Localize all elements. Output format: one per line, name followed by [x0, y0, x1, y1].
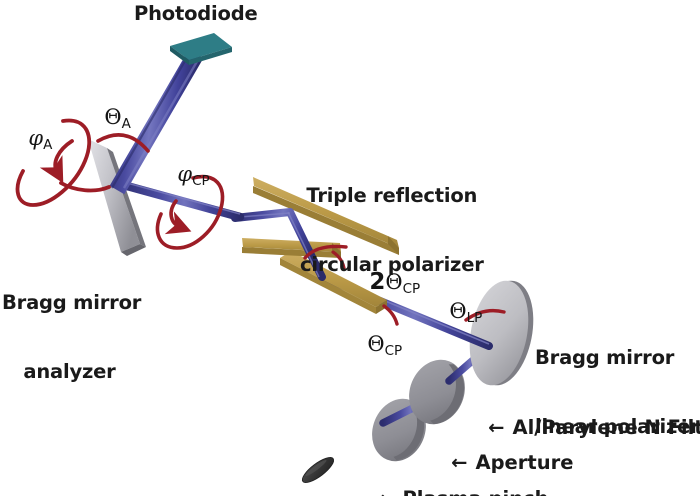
- bragg-mirror-analyzer-label: Bragg mirror analyzer: [2, 245, 142, 429]
- phi-cp-symbol: φCP: [157, 143, 210, 208]
- theta-a-greek: Θ: [104, 105, 122, 129]
- cp-upper-angle-arc: [331, 250, 346, 270]
- bragg-mirror-analyzer-slab: [88, 139, 146, 256]
- plasma-pinch-source: [301, 457, 335, 483]
- bragg-mirror-linear-polarizer-label-line1: Bragg mirror: [535, 346, 675, 369]
- two-theta-cp-angle-arc: [303, 244, 348, 260]
- triple-reflection-label: Triple reflection circular polarizer: [300, 138, 484, 322]
- theta-a-subscript: A: [121, 115, 131, 132]
- aperture-callout: ← Aperture: [424, 428, 573, 496]
- plasma-pinch-callout: ← Plasma pinch: [351, 464, 548, 496]
- circular-polarizer-plate-bottom: [280, 251, 387, 314]
- phi-a-greek: φ: [28, 126, 44, 150]
- photodiode-label: Photodiode: [134, 2, 258, 25]
- bragg-mirror-linear-polarizer-label: Bragg mirror linear polarizer: [535, 300, 700, 484]
- triple-reflection-label-line1: Triple reflection: [306, 184, 478, 207]
- two-theta-cp-symbol: 2ΘCP: [349, 250, 420, 316]
- al-parylene-filter-label: Al/Parylene N Filter: [512, 416, 700, 439]
- filter-arrow-icon: ←: [488, 416, 505, 439]
- bragg-mirror-linear-polarizer-disc: [469, 280, 534, 386]
- phi-a-symbol: φA: [8, 107, 52, 172]
- theta-a-angle-arc: [96, 133, 150, 153]
- theta-lp-greek: Θ: [449, 299, 467, 323]
- bragg-mirror-analyzer-label-line1: Bragg mirror: [2, 291, 142, 314]
- theta-lp-symbol: ΘLP: [429, 280, 482, 345]
- two-theta-cp-subscript: CP: [402, 280, 421, 297]
- theta-cp-greek: Θ: [367, 332, 385, 356]
- plasma-arrow-icon: ←: [378, 487, 394, 496]
- phi-cp-rotation-loop: [155, 174, 225, 250]
- phi-cp-greek: φ: [177, 162, 193, 186]
- al-parylene-filter-callout: ← Al/Parylene N Filter: [461, 393, 700, 462]
- plasma-pinch-label: Plasma pinch: [403, 487, 549, 496]
- phi-a-subscript: A: [43, 136, 53, 153]
- theta-cp-subscript: CP: [384, 342, 403, 359]
- triple-reflection-label-line2: circular polarizer: [300, 253, 484, 276]
- theta-lp-subscript: LP: [466, 309, 483, 326]
- photodiode-detector: [170, 33, 232, 65]
- beam-triple-reflection-zigzag: [231, 208, 326, 281]
- aperture-arrow-icon: ←: [451, 451, 468, 474]
- circular-polarizer-plate-top: [253, 177, 399, 255]
- aperture-disc: [372, 398, 426, 462]
- theta-cp-symbol: ΘCP: [347, 313, 402, 378]
- aperture-label: Aperture: [475, 451, 574, 474]
- theta-a-symbol: ΘA: [84, 86, 131, 151]
- bragg-mirror-analyzer-label-line2: analyzer: [23, 360, 116, 383]
- beam-analyzer-to-photodiode: [109, 49, 204, 195]
- two-theta-cp-prefix: 2: [369, 269, 386, 295]
- theta-lp-angle-arc: [464, 308, 506, 322]
- theta-cp-angle-arc: [382, 304, 399, 326]
- phi-a-rotation-loop: [15, 118, 111, 207]
- bragg-mirror-linear-polarizer-label-line2: linear polarizer: [535, 415, 700, 438]
- phi-cp-subscript: CP: [192, 172, 210, 189]
- two-theta-cp-greek: Θ: [385, 270, 403, 294]
